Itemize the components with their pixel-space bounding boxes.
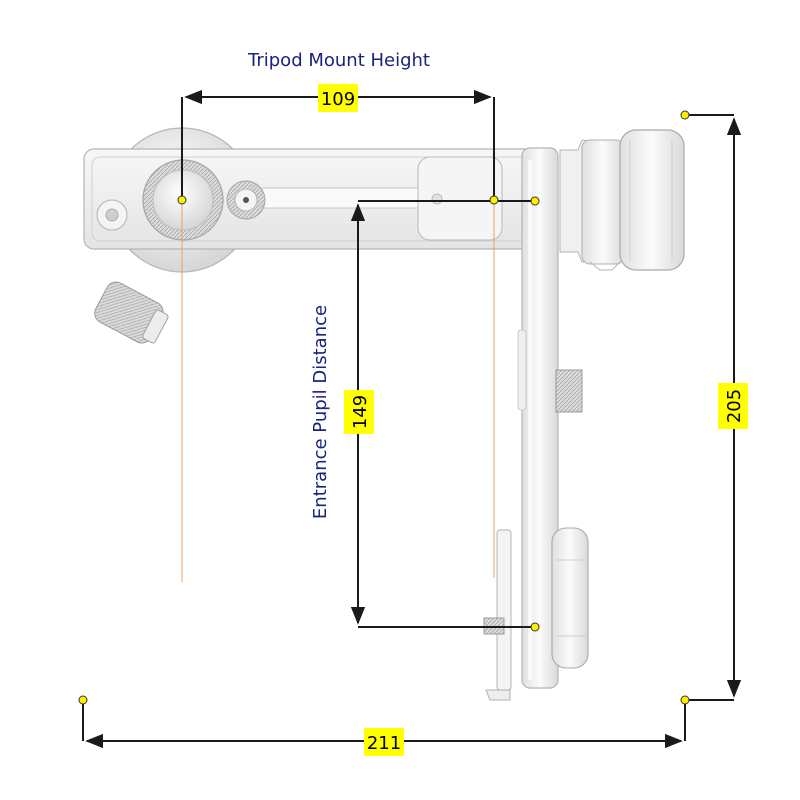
arm-window bbox=[517, 329, 527, 411]
dim-label-205: 205 bbox=[724, 389, 745, 423]
caption-tripod-mount-height: Tripod Mount Height bbox=[247, 50, 430, 71]
point-dot bbox=[530, 622, 540, 632]
measurement-points bbox=[78, 110, 690, 705]
dim-label-211: 211 bbox=[367, 733, 401, 754]
point-dot bbox=[680, 695, 690, 705]
point-dot bbox=[680, 110, 690, 120]
dim-label-149: 149 bbox=[350, 395, 371, 429]
dimension-labels: 109 149 205 211 bbox=[318, 84, 748, 756]
panorama-bracket-assembly bbox=[83, 127, 685, 701]
label-bg-205 bbox=[718, 383, 748, 429]
sliding-block bbox=[417, 156, 503, 241]
point-dot bbox=[489, 195, 499, 205]
side-knurled-knob bbox=[94, 281, 169, 344]
optical-axis-lines bbox=[181, 200, 495, 582]
rail-slot bbox=[235, 187, 447, 209]
label-bg-149 bbox=[344, 390, 374, 434]
label-bg-109 bbox=[318, 84, 358, 112]
dim-label-109: 109 bbox=[321, 89, 355, 110]
caption-entrance-pupil-distance: Entrance Pupil Distance bbox=[310, 305, 331, 519]
arm-thread-screw bbox=[555, 369, 583, 413]
point-dot bbox=[78, 695, 88, 705]
bottom-clamp-plate bbox=[483, 529, 512, 701]
bottom-arm-knob bbox=[551, 527, 589, 669]
label-bg-211 bbox=[364, 728, 404, 756]
point-dot bbox=[177, 195, 187, 205]
top-lens-clamp bbox=[559, 129, 685, 271]
point-dot bbox=[530, 196, 540, 206]
